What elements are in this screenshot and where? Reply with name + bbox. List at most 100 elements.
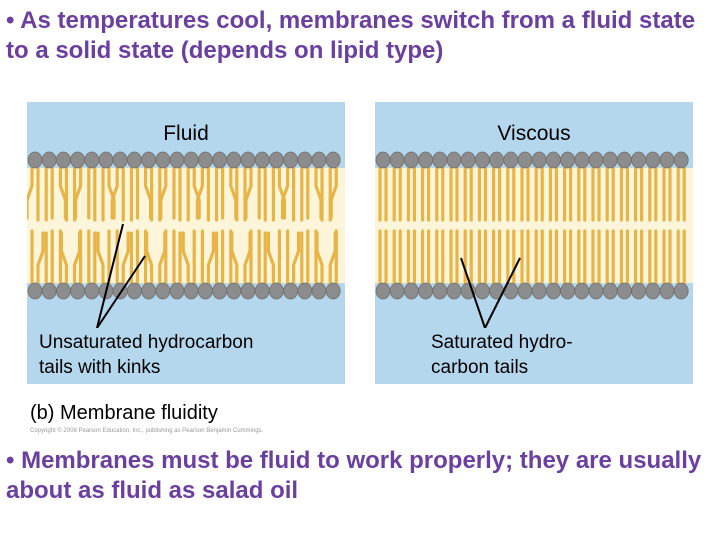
phospholipid-head xyxy=(389,151,405,169)
phospholipid-head xyxy=(169,151,185,169)
unsaturated-bilayer-illustration xyxy=(27,151,345,328)
phospholipid-head xyxy=(240,151,256,169)
viscous-membrane-panel: Viscous Saturated hydro- carbon tails xyxy=(375,102,693,384)
phospholipid-head xyxy=(325,282,341,300)
phospholipid-head xyxy=(489,151,504,169)
phospholipid-head xyxy=(254,282,270,300)
lipid-tail xyxy=(277,164,286,220)
unsaturated-caption-line1: Unsaturated hydrocarbon xyxy=(39,332,254,353)
lipid-tail xyxy=(329,164,338,220)
lipid-tail xyxy=(145,231,154,287)
lipid-tail xyxy=(96,231,105,287)
phospholipid-head xyxy=(631,151,647,169)
phospholipid-head xyxy=(673,151,689,169)
lipid-tail xyxy=(59,231,68,287)
phospholipid-head xyxy=(268,282,284,300)
phospholipid-head xyxy=(56,282,71,300)
saturated-caption-line2: carbon tails xyxy=(431,357,529,378)
phospholipid-head xyxy=(673,282,689,300)
top-bullet-text: • As temperatures cool, membranes switch… xyxy=(6,7,696,64)
phospholipid-head xyxy=(27,151,43,169)
fluid-membrane-panel: Fluid Unsaturated hydrocarbon tails with… xyxy=(27,102,345,384)
phospholipid-head xyxy=(602,151,618,169)
lipid-tail xyxy=(192,164,201,220)
phospholipid-head xyxy=(404,282,419,300)
phospholipid-head xyxy=(560,282,576,300)
phospholipid-head xyxy=(268,151,284,169)
phospholipid-head xyxy=(602,282,618,300)
lipid-tail xyxy=(195,164,204,220)
phospholipid-head xyxy=(531,151,547,169)
phospholipid-head xyxy=(226,151,242,169)
phospholipid-head xyxy=(375,151,391,169)
phospholipid-head xyxy=(574,151,590,169)
pointer-line xyxy=(96,223,124,328)
phospholipid-head xyxy=(283,282,299,300)
lipid-tail xyxy=(206,231,215,287)
phospholipid-head xyxy=(325,151,341,169)
lipid-tail xyxy=(181,231,190,287)
saturated-bilayer-illustration xyxy=(375,151,693,328)
phospholipid-head xyxy=(574,282,590,300)
pointer-line xyxy=(484,257,521,328)
phospholipid-head xyxy=(517,282,533,300)
lipid-tail xyxy=(244,164,253,220)
phospholipid-head xyxy=(56,151,71,169)
phospholipid-head xyxy=(297,151,313,169)
phospholipid-head xyxy=(155,151,171,169)
phospholipid-head xyxy=(432,151,448,169)
phospholipid-head xyxy=(41,151,57,169)
phospholipid-head xyxy=(70,151,85,169)
phospholipid-head xyxy=(389,282,405,300)
phospholipid-head xyxy=(545,282,561,300)
lipid-tail xyxy=(292,231,301,287)
phospholipid-head xyxy=(375,282,391,300)
phospholipid-head xyxy=(155,282,171,300)
lipid-tail xyxy=(74,164,83,220)
phospholipid-head xyxy=(588,151,604,169)
phospholipid-head xyxy=(169,282,185,300)
phospholipid-head xyxy=(631,282,647,300)
phospholipid-head xyxy=(254,151,270,169)
phospholipid-head xyxy=(141,151,156,169)
bottom-bullet-text: • Membranes must be fluid to work proper… xyxy=(6,447,702,504)
phospholipid-head xyxy=(183,151,199,169)
phospholipid-head xyxy=(212,151,228,169)
phospholipid-head xyxy=(84,282,100,300)
phospholipid-head xyxy=(127,282,142,300)
lipid-tail xyxy=(110,164,119,220)
phospholipid-head xyxy=(311,151,327,169)
phospholipid-head xyxy=(645,151,661,169)
phospholipid-head xyxy=(127,151,142,169)
lipid-tail xyxy=(107,164,116,220)
pointer-line xyxy=(96,255,146,328)
phospholipid-head xyxy=(226,282,242,300)
phospholipid-head xyxy=(645,282,661,300)
phospholipid-head xyxy=(517,151,533,169)
phospholipid-head xyxy=(460,151,476,169)
unsaturated-tails-caption: Unsaturated hydrocarbon tails with kinks xyxy=(39,330,253,380)
phospholipid-head xyxy=(560,151,576,169)
phospholipid-head xyxy=(659,282,675,300)
phospholipid-head xyxy=(432,282,448,300)
pointer-line xyxy=(460,257,486,328)
lipid-tail xyxy=(27,164,34,220)
phospholipid-head xyxy=(197,282,213,300)
phospholipid-head xyxy=(41,282,57,300)
phospholipid-head xyxy=(404,151,419,169)
phospholipid-head xyxy=(311,282,327,300)
phospholipid-head xyxy=(446,151,462,169)
lipid-tail xyxy=(281,164,290,220)
phospholipid-head xyxy=(616,282,632,300)
phospholipid-head xyxy=(240,282,256,300)
saturated-tails-caption: Saturated hydro- carbon tails xyxy=(431,330,573,380)
phospholipid-head xyxy=(84,151,100,169)
unsaturated-caption-line2: tails with kinks xyxy=(39,357,161,378)
phospholipid-head xyxy=(475,151,490,169)
lipid-tail xyxy=(36,231,45,287)
phospholipid-head xyxy=(503,151,519,169)
phospholipid-head xyxy=(212,282,228,300)
phospholipid-head xyxy=(183,282,199,300)
lipid-tail xyxy=(121,231,130,287)
copyright-notice: Copyright © 2008 Pearson Education, Inc.… xyxy=(30,428,264,434)
